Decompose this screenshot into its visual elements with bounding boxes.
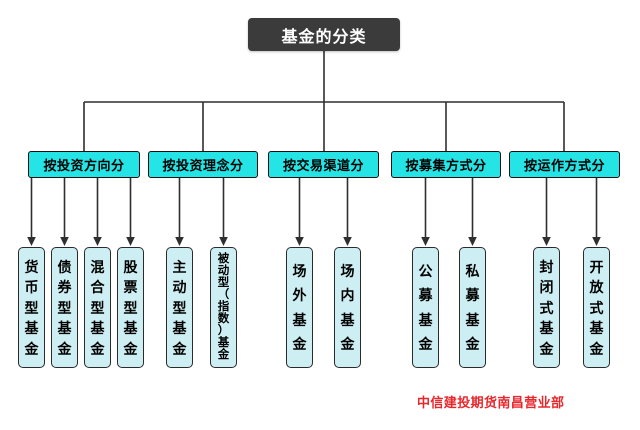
arrowhead-icon (219, 237, 228, 246)
leaf-node-label-char: 基 (90, 320, 105, 336)
leaf-node-label-char: 基 (340, 311, 355, 328)
arrowhead-icon (592, 237, 601, 246)
arrowhead-icon (295, 237, 304, 246)
leaf-node-label-char: 型 (123, 299, 138, 316)
arrowhead-icon (27, 237, 36, 246)
arrowhead-icon (343, 237, 352, 246)
leaf-node-label-char: 型 (57, 299, 72, 316)
leaf-node-label-char: 基 (57, 320, 72, 336)
leaf-node-label-char: 场 (292, 262, 307, 279)
leaf-node-label-char: 金 (90, 340, 105, 357)
leaf-node: 主动型基金 (166, 247, 193, 368)
leaf-node-label-char: 金 (123, 340, 138, 357)
root-node-label: 基金的分类 (281, 28, 367, 46)
leaf-node-label-char: 募 (465, 287, 480, 304)
leaf-node-label-char: 币 (24, 279, 39, 295)
leaf-node-label-char: 票 (123, 279, 138, 295)
leaf-node-label-char: 募 (418, 287, 433, 304)
leaf-node-label-char: 债 (57, 258, 72, 275)
leaf-node-label-char: 货 (24, 258, 39, 275)
leaf-node: 开放式基金 (583, 247, 610, 368)
leaf-node-label-char: 型 (24, 299, 39, 316)
leaf-node-label-char: 被 (217, 252, 230, 265)
leaf-node-label-char: 混 (90, 258, 105, 275)
category-node-label: 按投资理念分 (162, 158, 244, 173)
leaf-node-label-char: 金 (465, 336, 480, 353)
leaf-node-label-char: 基 (589, 320, 604, 336)
leaf-node-label-char: 金 (418, 336, 433, 353)
category-node-label: 按投资方向分 (43, 158, 125, 173)
arrowhead-icon (542, 237, 551, 246)
leaf-node: 场外基金 (286, 247, 313, 368)
leaf-node-label-char: 金 (589, 340, 604, 357)
leaf-node-label-char: 动 (217, 264, 230, 277)
leaf-node-label-char: 基 (24, 320, 39, 336)
leaf-node-label-char: 公 (418, 262, 433, 279)
leaf-node-label-char: 外 (292, 287, 307, 304)
leaf-node-label-char: 金 (340, 336, 355, 353)
arrowhead-icon (421, 237, 430, 246)
leaf-node-label-char: 基 (217, 336, 230, 349)
leaf-node-label-char: 基 (539, 320, 554, 336)
leaf-node-label-char: 股 (123, 258, 138, 275)
leaf-node-label-char: 金 (24, 340, 39, 357)
leaf-node-label-char: 金 (172, 340, 187, 357)
arrowhead-icon (60, 237, 69, 246)
leaf-node: 股票型基金 (117, 247, 144, 368)
leaf-node: 混合型基金 (84, 247, 111, 368)
leaf-node-label-char: 封 (539, 258, 554, 275)
leaf-node-label-char: 主 (172, 258, 187, 275)
leaf-node: 封闭式基金 (533, 247, 560, 368)
leaf-node-label-char: 基 (292, 311, 307, 328)
leaf-node-label-char: 基 (418, 311, 433, 328)
leaf-node-label-char: 闭 (539, 279, 554, 295)
leaf-node-label-char: 券 (57, 279, 72, 295)
arrowhead-icon (93, 237, 102, 246)
leaf-node-label-char: 动 (172, 279, 187, 295)
category-node: 按投资理念分 (148, 151, 258, 178)
leaf-node: 私募基金 (459, 247, 486, 368)
leaf-node-label-char: 放 (589, 279, 604, 295)
leaf-node-label-char: 型 (172, 299, 187, 316)
category-node-label: 按交易渠道分 (282, 158, 364, 173)
leaf-node-label-char: 金 (57, 340, 72, 357)
leaf-node-label-char: 基 (465, 311, 480, 328)
category-node: 按投资方向分 (28, 151, 140, 178)
leaf-node-label-char: 内 (340, 287, 355, 304)
leaf-node-label-char: 基 (123, 320, 138, 336)
leaf-node-label-char: （ (217, 288, 230, 301)
leaf-node-label-char: 私 (465, 262, 480, 279)
leaf-node: 公募基金 (412, 247, 439, 368)
leaf-node-label-char: 型 (90, 299, 105, 316)
category-node-label: 按运作方式分 (523, 158, 605, 173)
leaf-node-label-char: ） (217, 324, 230, 337)
leaf-node-label-char: 合 (90, 279, 105, 295)
leaf-node-label-char: 基 (172, 320, 187, 336)
leaf-node-label-char: 金 (539, 340, 554, 357)
leaf-node-label-char: 场 (340, 262, 355, 279)
watermark-text: 中信建投期货南昌营业部 (417, 395, 565, 410)
leaf-node-label-char: 金 (217, 348, 230, 361)
category-node: 按募集方式分 (391, 151, 501, 178)
category-node-label: 按募集方式分 (405, 158, 487, 173)
leaf-node: 债券型基金 (51, 247, 78, 368)
arrowhead-icon (126, 237, 135, 246)
leaf-node-label-char: 式 (589, 299, 604, 316)
leaf-node: 被动型（指数）基金 (210, 247, 237, 368)
leaf-node-label-char: 型 (217, 276, 230, 289)
root-node: 基金的分类 (248, 18, 400, 51)
category-node: 按交易渠道分 (268, 151, 379, 178)
arrowhead-icon (175, 237, 184, 246)
leaf-node-label-char: 开 (589, 258, 604, 275)
leaf-node: 场内基金 (334, 247, 361, 368)
leaf-node-label-char: 指 (217, 300, 230, 313)
leaf-node-label-char: 金 (292, 336, 307, 353)
leaf-node-label-char: 数 (217, 312, 230, 325)
arrowhead-icon (468, 237, 477, 246)
leaf-node-label-char: 式 (539, 299, 554, 316)
category-node: 按运作方式分 (509, 151, 620, 178)
leaf-node: 货币型基金 (18, 247, 45, 368)
